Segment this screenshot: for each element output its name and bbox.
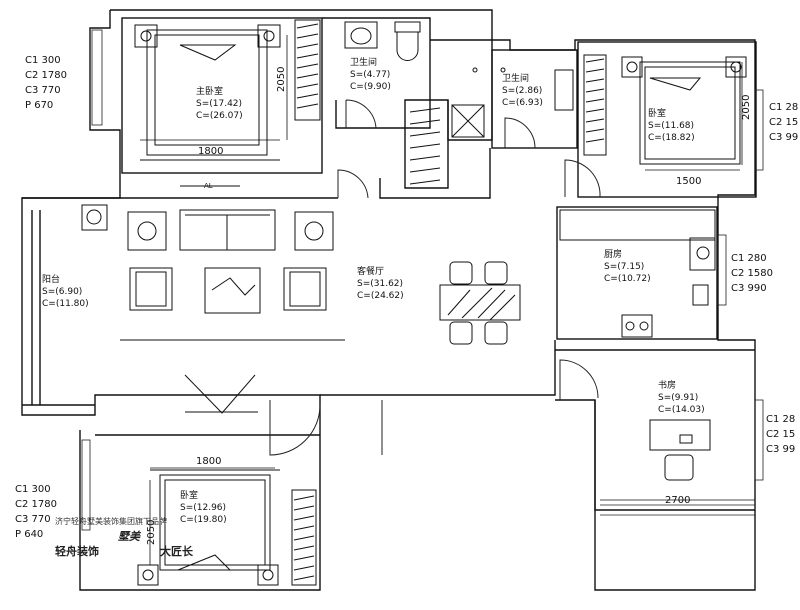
watermark-logo-2: 墅美 — [118, 530, 140, 543]
window-spec-study: C1 28 C2 15 C3 99 — [766, 414, 796, 455]
master-bedroom-label: 主卧室 S=(17.42) C=(26.07) — [196, 87, 243, 121]
watermark-logo-3: 大匠长 — [160, 545, 193, 558]
window-spec-bottom-left: C1 300 C2 1780 C3 770 P 640 — [15, 484, 57, 540]
bed-sw — [137, 469, 280, 586]
tv-wall — [180, 185, 258, 414]
shower-box — [451, 104, 485, 138]
closet-stripes — [409, 107, 441, 185]
dim-master-width: 1800 — [198, 146, 224, 157]
bath1-fixtures — [344, 21, 478, 73]
window-sw — [81, 439, 91, 531]
kitchen-fixtures — [559, 209, 716, 338]
sofa-set — [120, 209, 345, 341]
bath2-fixtures — [500, 67, 574, 111]
washing-machine — [81, 204, 108, 231]
dim-study-width: 2700 — [665, 495, 691, 506]
bedroom-ne-wall — [577, 41, 757, 198]
balcony-label: 阳台 S=(6.90) C=(11.80) — [42, 275, 89, 309]
balcony-edge — [22, 197, 120, 406]
window-spec-right-top: C1 28 C2 15 C3 99 — [769, 102, 799, 143]
door-arc-master — [337, 169, 369, 199]
master-bed — [134, 24, 281, 161]
window-kitchen — [717, 234, 727, 306]
bathroom1-label: 卫生间 S=(4.77) C=(9.90) — [350, 58, 391, 92]
study-label: 书房 S=(9.91) C=(14.03) — [658, 381, 705, 415]
bedroom-sw-label: 卧室 S=(12.96) C=(19.80) — [180, 491, 227, 525]
door-arc-ne — [564, 159, 601, 198]
window-master — [91, 29, 103, 126]
ne-wardrobe — [583, 54, 607, 156]
dimension-lines — [140, 35, 755, 565]
sw-wardrobe — [291, 489, 317, 586]
door-arc-bath2 — [504, 117, 536, 149]
corridor-wall — [120, 148, 491, 199]
window-study — [754, 399, 764, 481]
door-arc-study — [559, 359, 599, 400]
dim-ne-depth: 2050 — [741, 94, 752, 120]
master-wardrobe — [294, 19, 321, 121]
closet-wall — [404, 99, 449, 189]
door-arc-sw — [269, 400, 321, 456]
living-dining-label: 客餐厅 S=(31.62) C=(24.62) — [357, 267, 404, 301]
bedroom-ne-label: 卧室 S=(11.68) C=(18.82) — [648, 109, 695, 143]
watermark-text: 济宁轻舟墅美装饰集团旗下品牌 — [55, 517, 167, 526]
dim-ne-width: 1500 — [676, 176, 702, 187]
door-arc-bath1 — [345, 99, 377, 129]
window-spec-kitchen: C1 280 C2 1580 C3 990 — [731, 253, 773, 294]
outer-wall-south-inner — [320, 340, 556, 396]
ac-label: AL — [204, 182, 213, 190]
dim-sw-width: 1800 — [196, 456, 222, 467]
bed-ne — [621, 56, 747, 165]
balcony-inner-wall — [31, 210, 41, 405]
kitchen-wall — [556, 206, 718, 340]
study-wall — [555, 349, 755, 511]
bathroom1-wall — [322, 17, 493, 141]
kitchen-label: 厨房 S=(7.15) C=(10.72) — [604, 250, 651, 284]
outer-wall-west — [21, 10, 321, 591]
study-desk — [649, 419, 711, 481]
master-bedroom-wall — [121, 17, 323, 174]
window-ne — [754, 89, 764, 171]
dining-table — [439, 261, 521, 345]
watermark-logo-1: 轻舟装饰 — [55, 545, 99, 558]
dim-master-depth: 2050 — [276, 66, 287, 92]
window-spec-top-left: C1 300 C2 1780 C3 770 P 670 — [25, 55, 67, 111]
bathroom2-label: 卫生间 S=(2.86) C=(6.93) — [502, 74, 543, 108]
